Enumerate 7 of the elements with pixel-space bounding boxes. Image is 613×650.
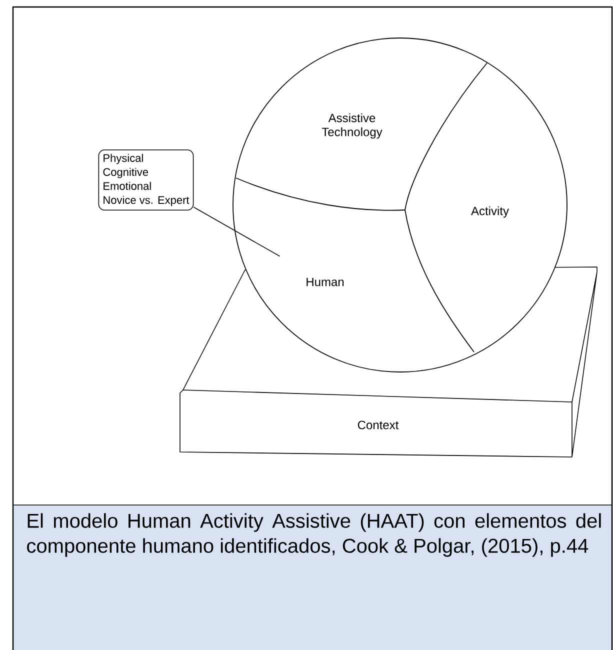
region-label: Activity — [471, 206, 509, 218]
region-label: Assistive Technology — [322, 113, 382, 139]
region-label: Human — [306, 278, 344, 286]
caption: El modelo Human Activity Assistive (HAAT) con elementos del componente humano identificados, Cook & Polgar, (2015), p.44 — [27, 513, 601, 557]
leader-line — [193, 206, 280, 257]
context-label: Context — [358, 420, 399, 430]
callout-box: Physical Cognitive Emotional Novice vs. Expert — [98, 149, 194, 211]
